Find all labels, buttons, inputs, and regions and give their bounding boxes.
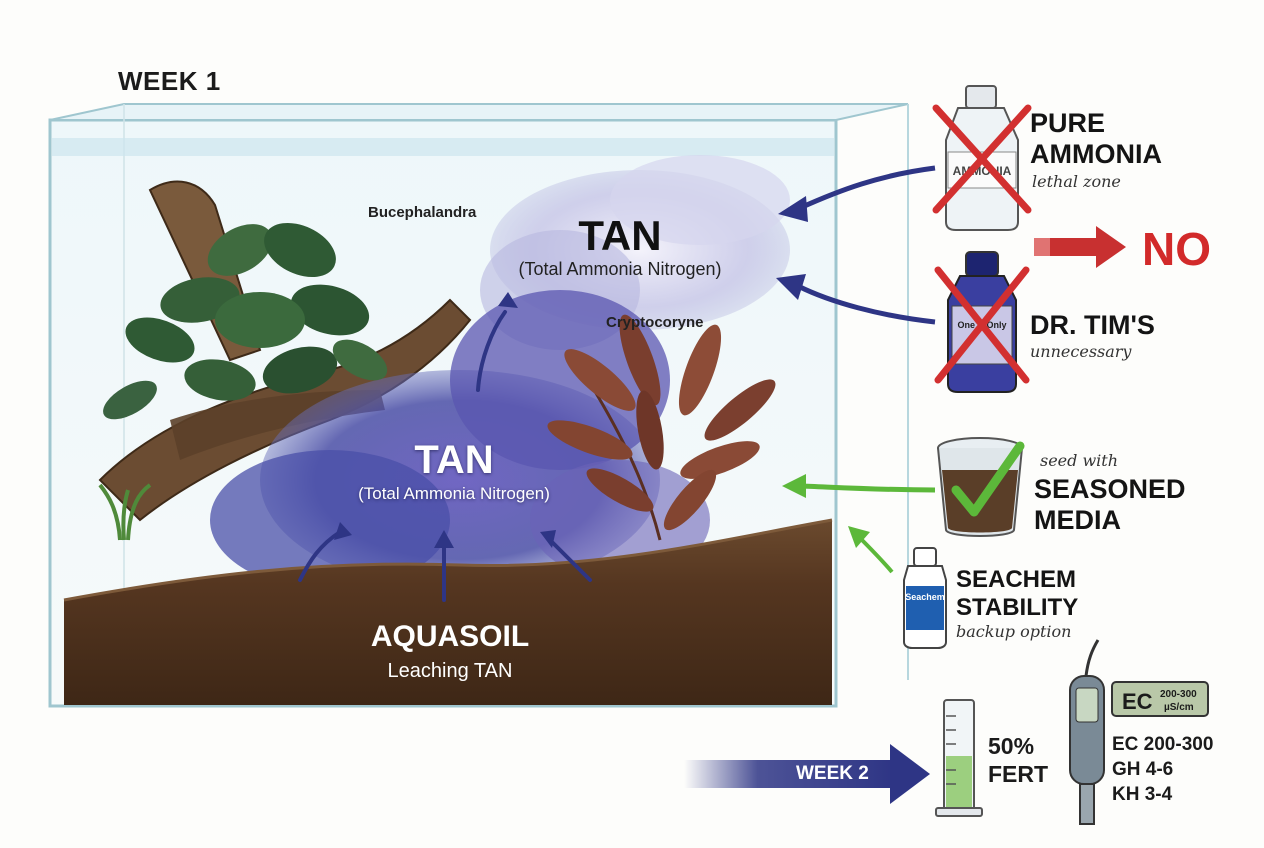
pure-ammonia-note: lethal zone	[1032, 172, 1121, 191]
no-label: NO	[1142, 223, 1211, 275]
stability-bottle-label: Seachem	[905, 592, 945, 602]
small-plant	[98, 483, 152, 541]
ec-meter-icon: EC 200-300 µS/cm	[1069, 639, 1209, 825]
graduated-cylinder-icon	[935, 699, 983, 817]
dr-tims-title: DR. TIM'S	[1030, 310, 1155, 340]
seasoned-media-title-1: SEASONED	[1034, 474, 1186, 504]
tan-top-subtitle: (Total Ammonia Nitrogen)	[518, 259, 722, 279]
stability-note: backup option	[956, 622, 1072, 641]
meter-display-range: 200-300	[1160, 689, 1197, 700]
meter-display-ec: EC	[1122, 689, 1153, 714]
tan-middle-subtitle: (Total Ammonia Nitrogen)	[358, 484, 550, 503]
seasoned-media-note: seed with	[1040, 451, 1119, 470]
tan-arrows-inner	[298, 292, 592, 602]
dr-tims-bottle-icon: One & Only	[934, 251, 1030, 393]
pure-ammonia-title-1: PURE	[1030, 108, 1106, 138]
pure-ammonia-title-2: AMMONIA	[1030, 139, 1162, 169]
aquasoil-subtitle: Leaching TAN	[387, 660, 513, 682]
week2-label: WEEK 2	[796, 763, 869, 784]
ammonia-bottle-icon: AMMONIA	[932, 85, 1032, 231]
seasoned-media-title-2: MEDIA	[1034, 505, 1121, 535]
stability-title-2: STABILITY	[956, 594, 1079, 621]
tan-middle-title: TAN	[414, 438, 494, 482]
seasoned-media-cup-icon	[937, 437, 1025, 537]
cryptocoryne-plant	[547, 314, 776, 541]
no-arrow	[1034, 226, 1126, 268]
dr-tims-note: unnecessary	[1030, 342, 1132, 361]
param-kh: KH 3-4	[1112, 784, 1173, 805]
fert-label: FERT	[988, 761, 1049, 787]
aquasoil-layer	[63, 518, 833, 705]
week2-arrow	[684, 744, 930, 804]
ammonia-bottle-label: AMMONIA	[953, 164, 1012, 178]
bucephalandra-label: Bucephalandra	[368, 204, 477, 221]
stability-title-1: SEACHEM	[956, 566, 1077, 593]
param-ec: EC 200-300	[1112, 734, 1214, 755]
meter-display-unit: µS/cm	[1164, 702, 1194, 713]
week1-label: WEEK 1	[118, 66, 221, 96]
param-gh: GH 4-6	[1112, 759, 1174, 780]
stability-bottle-icon: Seachem	[903, 547, 947, 649]
aquasoil-title: AQUASOIL	[370, 620, 530, 653]
cryptocoryne-label: Cryptocoryne	[606, 314, 704, 331]
tan-top-title: TAN	[578, 212, 662, 259]
bucephalandra-plant	[103, 222, 388, 420]
side-arrows	[776, 165, 936, 574]
fert-percent: 50%	[988, 733, 1035, 759]
